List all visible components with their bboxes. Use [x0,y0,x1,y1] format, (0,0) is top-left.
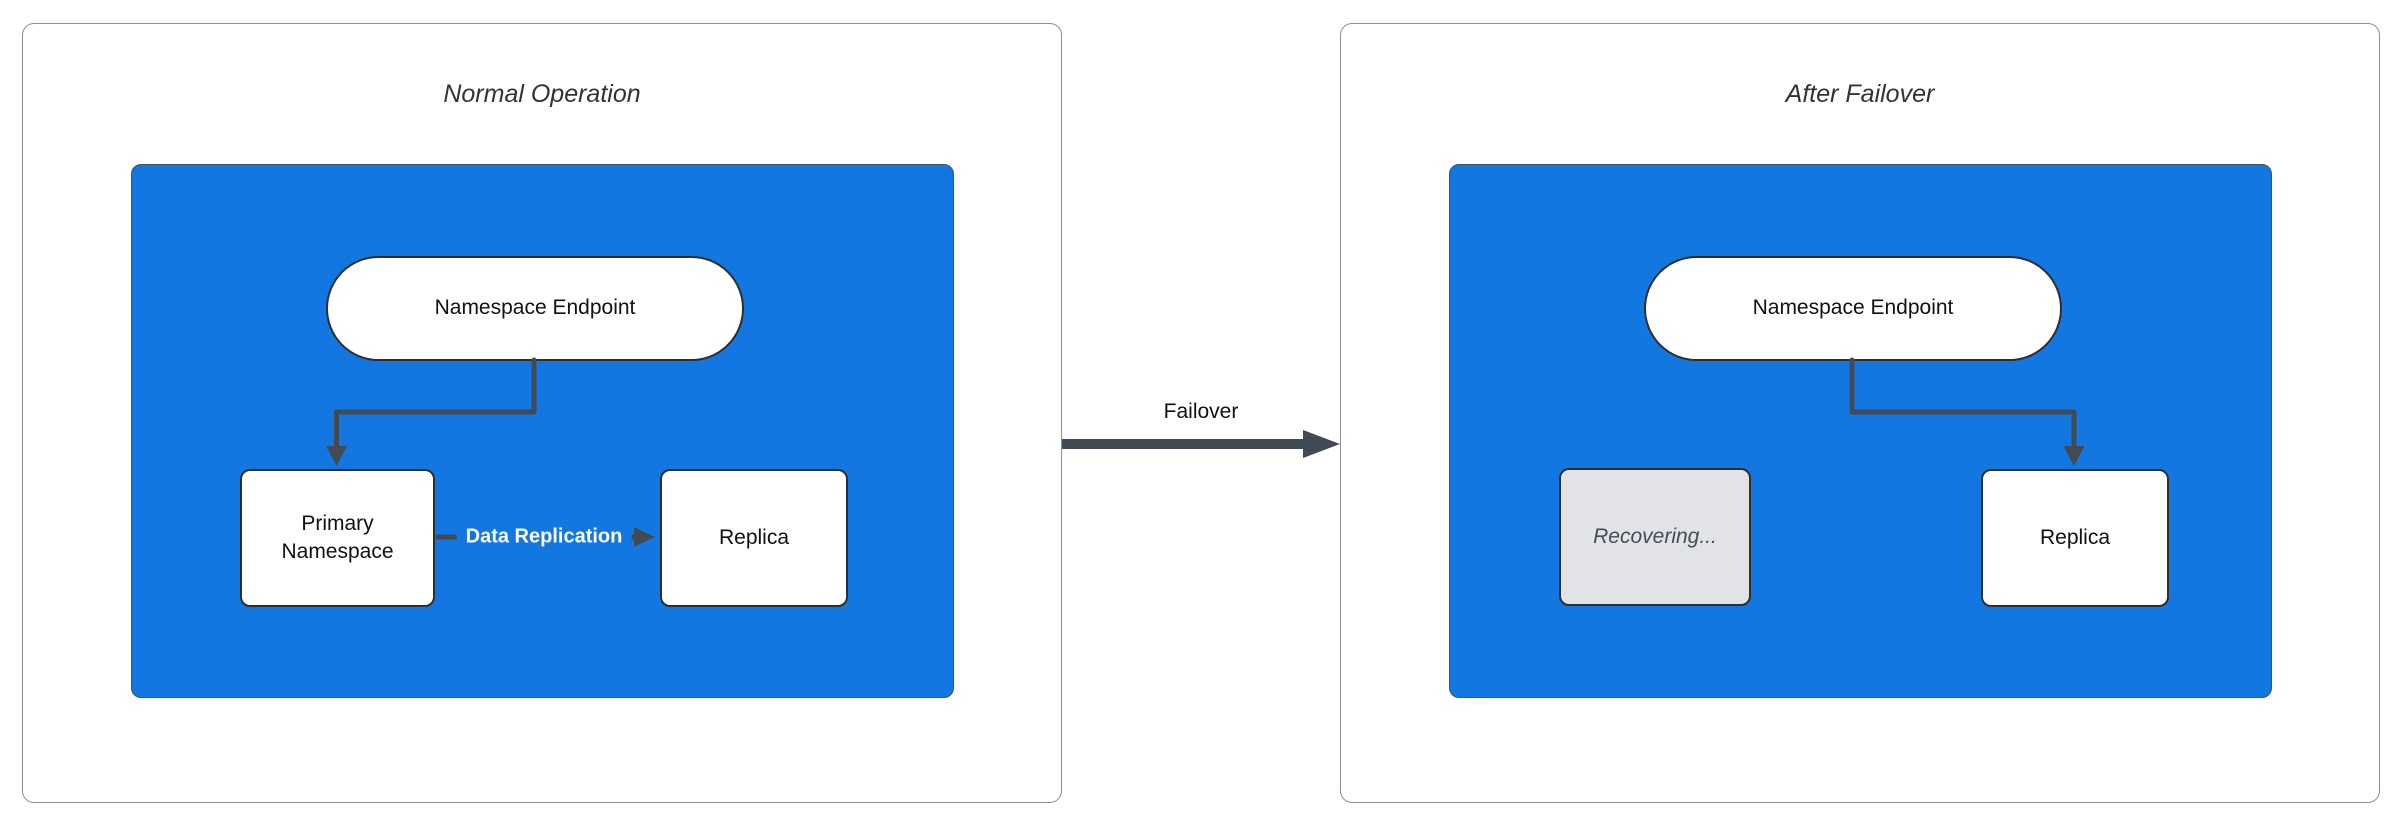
node-recovering: Recovering... [1559,468,1751,606]
node-label: Replica [718,525,790,549]
panel-title-normal-operation: Normal Operation [443,80,641,108]
node-replica-failover: Replica [1981,469,2169,607]
cluster-normal-operation [131,164,954,698]
panel-after-failover: After Failover Namespace Endpoint Recove… [1340,23,2380,803]
node-replica-normal: Replica [660,469,848,607]
edge-failover-arrowhead [1303,430,1340,458]
edge-label-failover: Failover [1163,400,1239,423]
node-label: Recovering... [1593,524,1717,548]
node-primary-namespace: Primary Namespace [240,469,435,607]
node-namespace-endpoint-failover: Namespace Endpoint [1644,256,2062,361]
node-label: Replica [2039,525,2111,549]
node-label: Namespace Endpoint [434,296,636,320]
node-namespace-endpoint-normal: Namespace Endpoint [326,256,744,361]
edge-label-data-replication: Data Replication [456,522,632,552]
panel-normal-operation: Normal Operation Namespace Endpoint Prim… [22,23,1062,803]
node-label: Primary Namespace [281,511,394,563]
node-label: Namespace Endpoint [1752,296,1954,320]
panel-title-after-failover: After Failover [1785,80,1935,108]
cluster-after-failover [1449,164,2272,698]
